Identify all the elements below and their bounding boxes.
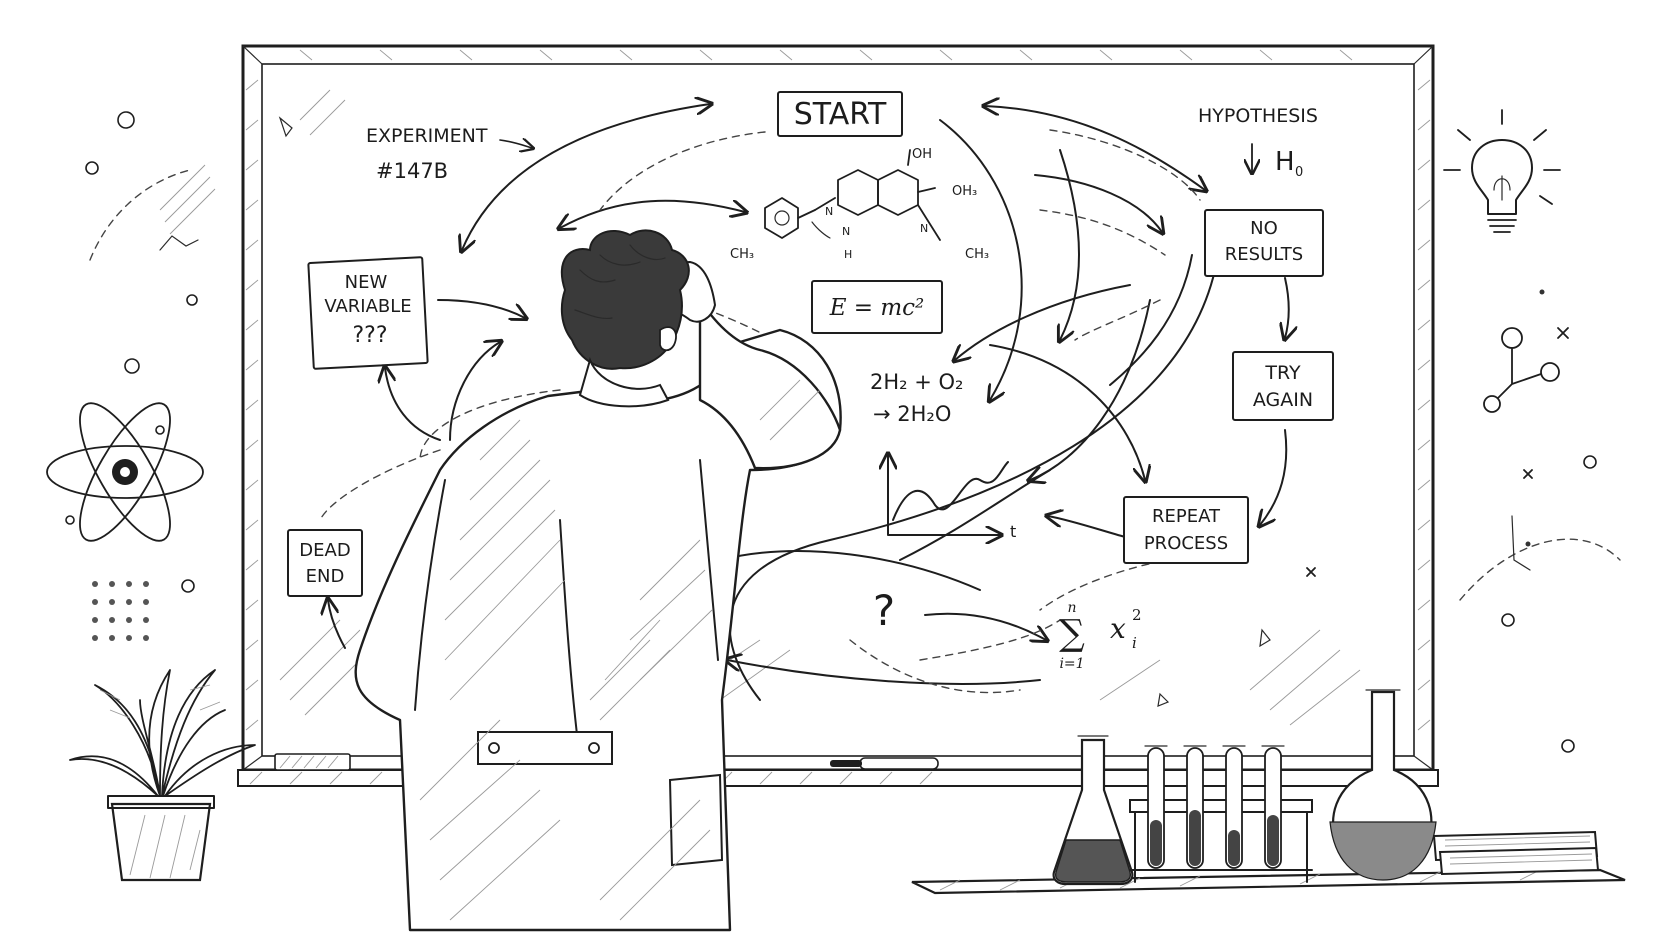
arrow-sweep-to-left xyxy=(727,660,1041,685)
molecule-n2: N xyxy=(842,225,850,238)
reaction-equation: 2H₂ + O₂ → 2H₂O xyxy=(870,370,963,426)
book-stack xyxy=(1432,830,1600,876)
experiment-label-line1: EXPERIMENT xyxy=(366,125,488,147)
raised-arm xyxy=(698,298,842,470)
sum-lower-limit: i=1 xyxy=(1059,656,1084,672)
start-label: START xyxy=(794,97,887,132)
arrow-repeat-to-graph xyxy=(1048,516,1126,538)
try-again-line1: TRY xyxy=(1264,362,1301,384)
arrow-to-dead-end xyxy=(328,600,346,649)
arrow-mid-swoosh xyxy=(955,284,1131,360)
flow-arrows xyxy=(328,104,1289,701)
no-results-line1: NO xyxy=(1250,218,1278,239)
molecule-structure: OH OH₃ CH₃ CH₃ N N N H xyxy=(730,147,989,262)
hypothesis-note: HYPOTHESIS H 0 xyxy=(1198,105,1318,180)
arrow-to-right-end xyxy=(1109,254,1193,386)
no-results-line2: RESULTS xyxy=(1225,244,1303,265)
arrow-try-again-to-repeat xyxy=(1260,429,1288,525)
new-variable-line2: VARIABLE xyxy=(324,296,411,317)
lightbulb-icon xyxy=(1443,109,1561,233)
dead-end-line2: END xyxy=(306,566,345,587)
molecule-oh3: OH₃ xyxy=(952,184,977,199)
question-mark: ? xyxy=(873,586,895,635)
eraser xyxy=(274,753,351,771)
arrow-start-to-new-variable xyxy=(462,104,710,250)
sum-term-subscript: i xyxy=(1132,634,1137,652)
sketch-graph: t xyxy=(888,455,1016,541)
arrow-new-variable-to-center xyxy=(437,299,525,318)
plant-pot xyxy=(110,802,212,882)
sum-symbol: ∑ xyxy=(1059,613,1085,654)
experiment-note: EXPERIMENT #147B xyxy=(366,125,532,183)
lab-bench xyxy=(911,689,1626,895)
arrow-to-repeat-down xyxy=(989,344,1145,480)
new-variable-node: NEW VARIABLE ??? xyxy=(307,256,429,370)
arrow-down-to-graph xyxy=(1060,149,1080,340)
hair xyxy=(560,229,690,370)
molecule-oh: OH xyxy=(912,147,932,162)
graph-axis-t-label: t xyxy=(1010,522,1016,541)
energy-equation-node: E = mc² xyxy=(811,280,943,334)
hypothesis-label: HYPOTHESIS xyxy=(1198,105,1318,127)
molecule-model-icon xyxy=(1483,327,1560,413)
molecule-h: H xyxy=(844,248,852,261)
sum-upper-limit: n xyxy=(1067,600,1076,616)
dead-end-node: DEAD END xyxy=(287,529,363,597)
repeat-process-line2: PROCESS xyxy=(1144,533,1228,554)
plant-leaves xyxy=(69,669,256,797)
no-results-node: NO RESULTS xyxy=(1204,209,1324,277)
try-again-line2: AGAIN xyxy=(1253,389,1313,411)
molecule-ch3-left: CH₃ xyxy=(730,247,754,262)
left-doodles xyxy=(85,111,293,593)
reaction-line2: → 2H₂O xyxy=(873,402,951,426)
bench-top xyxy=(911,868,1626,895)
ear xyxy=(659,326,677,352)
dead-end-line1: DEAD xyxy=(299,540,350,561)
energy-equation: E = mc² xyxy=(829,295,925,321)
summation-formula: n ∑ i=1 x 2 i xyxy=(1059,600,1141,672)
start-node: START xyxy=(777,91,903,137)
scientist-figure xyxy=(354,229,842,932)
potted-plant xyxy=(69,669,256,882)
new-variable-line3: ??? xyxy=(352,323,387,348)
molecule-n3: N xyxy=(920,222,928,235)
repeat-process-line1: REPEAT xyxy=(1152,506,1221,527)
arrow-start-to-no-results xyxy=(985,106,1205,190)
molecule-ch3-right: CH₃ xyxy=(965,247,989,262)
molecule-n1: N xyxy=(825,205,833,218)
reaction-line1: 2H₂ + O₂ xyxy=(870,370,963,394)
right-doodles xyxy=(1157,289,1621,753)
belt-button-right xyxy=(588,742,600,754)
h-zero-subscript: 0 xyxy=(1295,165,1303,180)
arrow-no-results-to-try-again xyxy=(1285,277,1289,338)
new-variable-line1: NEW xyxy=(345,272,388,293)
question-mark-label: ? xyxy=(873,586,895,635)
whiteboard-frame-inner xyxy=(261,63,1415,757)
h-zero-label: H xyxy=(1275,147,1295,177)
arrow-loop-center xyxy=(560,201,745,228)
arrow-to-no-results xyxy=(1034,174,1162,232)
dot-grid-decoration xyxy=(92,581,149,641)
arrow-left-swoop xyxy=(719,550,981,591)
arrow-new-variable-loop xyxy=(385,368,441,441)
belt-button-left xyxy=(488,742,500,754)
sum-term-superscript: 2 xyxy=(1132,606,1142,624)
experiment-label-line2: #147B xyxy=(376,159,448,183)
arrow-center-to-reaction xyxy=(939,119,1023,400)
coat-belt xyxy=(477,731,613,765)
coat-pocket xyxy=(668,773,724,867)
sum-term: x xyxy=(1110,612,1126,645)
marker xyxy=(859,757,939,770)
arrow-up-to-new-variable xyxy=(449,342,500,441)
atom-icon xyxy=(46,402,204,542)
repeat-process-node: REPEAT PROCESS xyxy=(1123,496,1249,564)
try-again-node: TRY AGAIN xyxy=(1232,351,1334,421)
test-tubes xyxy=(1144,745,1285,869)
neck xyxy=(578,356,670,408)
